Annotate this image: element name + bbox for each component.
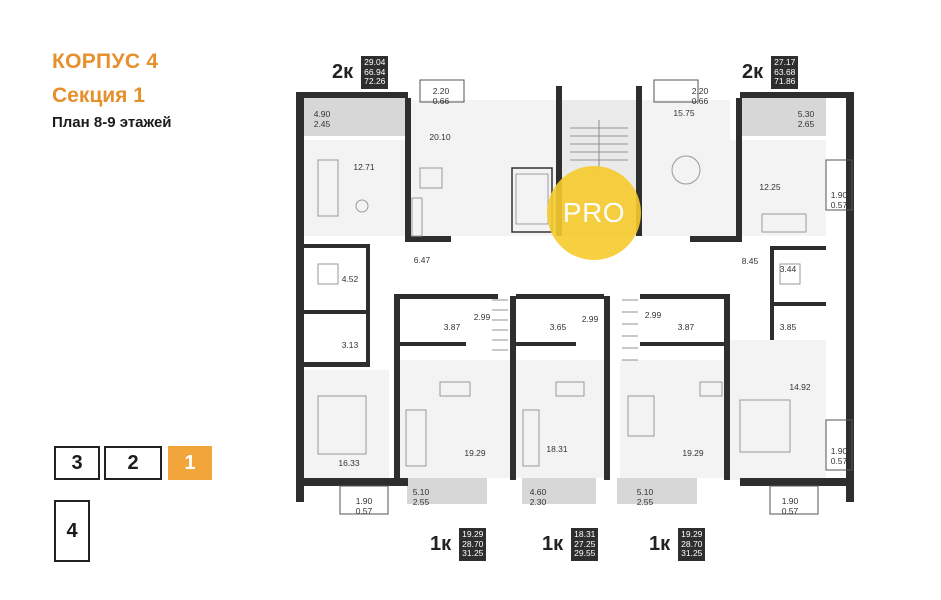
svg-text:1.900.57: 1.900.57 [782, 496, 799, 516]
apt-top-right: 2к 27.17 63.68 71.86 [742, 56, 799, 89]
area-a20-1: 1.90 [782, 496, 799, 506]
area-a9-1: 1.90 [356, 496, 373, 506]
area-a2-2: 0.66 [433, 96, 450, 106]
area-a14-1: 1.90 [831, 190, 848, 200]
apt-stat: 19.29 [681, 529, 703, 539]
area-a32-2: 2.55 [637, 497, 654, 507]
area-a20-2: 0.57 [782, 506, 799, 516]
apt-stat: 72.26 [364, 76, 386, 86]
area-a29: 19.29 [682, 448, 704, 458]
apt-stats: 18.31 27.25 29.55 [571, 528, 599, 561]
apt-bottom-left: 1к 19.29 28.70 31.25 [430, 528, 487, 561]
area-a11: 15.75 [673, 108, 695, 118]
balcony-bottom-2 [522, 478, 596, 504]
apt-top-left: 2к 29.04 66.94 72.26 [332, 56, 389, 89]
area-a26: 3.87 [678, 322, 695, 332]
area-a5: 6.47 [414, 255, 431, 265]
building-title: КОРПУС 4 [52, 50, 159, 73]
apt-type: 2к [332, 60, 354, 83]
area-a12-1: 5.30 [798, 109, 815, 119]
area-a17: 3.85 [780, 322, 797, 332]
area-a8: 16.33 [338, 458, 360, 468]
apt-stat: 19.29 [462, 529, 484, 539]
section-2-button[interactable]: 2 [104, 446, 162, 480]
area-a13: 12.25 [759, 182, 781, 192]
area-a31-2: 2.30 [530, 497, 547, 507]
apt-bottom-right: 1к 19.29 28.70 31.25 [649, 528, 706, 561]
apt-stat: 27.17 [774, 57, 796, 67]
svg-text:4.902.45: 4.902.45 [314, 109, 331, 129]
area-a18: 14.92 [789, 382, 811, 392]
area-a31-1: 4.60 [530, 487, 547, 497]
apt-stat: 29.04 [364, 57, 386, 67]
svg-text:4.602.30: 4.602.30 [530, 487, 547, 507]
balcony-top-left [303, 96, 407, 136]
apt-stats: 29.04 66.94 72.26 [361, 56, 389, 89]
svg-text:2.200.66: 2.200.66 [692, 86, 709, 106]
svg-text:1.900.57: 1.900.57 [356, 496, 373, 516]
section-4-button[interactable]: 4 [54, 500, 90, 562]
section-1-button[interactable]: 1 [168, 446, 212, 480]
balcony-bottom-1 [407, 478, 487, 504]
apt-stat: 63.68 [774, 66, 796, 77]
area-a9-2: 0.57 [356, 506, 373, 516]
section-3-button[interactable]: 3 [54, 446, 100, 480]
area-a1-2: 2.45 [314, 119, 331, 129]
area-a7: 3.13 [342, 340, 359, 350]
apt-type: 2к [742, 60, 764, 83]
area-a30-1: 5.10 [413, 487, 430, 497]
area-a3: 20.10 [429, 132, 451, 142]
svg-text:5.302.65: 5.302.65 [798, 109, 815, 129]
apt-bottom-mid: 1к 18.31 27.25 29.55 [542, 528, 599, 561]
area-a23: 2.99 [582, 314, 599, 324]
section-title: Секция 1 [52, 84, 145, 107]
area-a10-2: 0.66 [692, 96, 709, 106]
area-a25: 2.99 [645, 310, 662, 320]
area-a2-1: 2.20 [433, 86, 450, 96]
area-a15: 8.45 [742, 256, 759, 266]
apt-stat: 31.25 [681, 548, 703, 558]
area-a32-1: 5.10 [637, 487, 654, 497]
area-a4: 12.71 [353, 162, 375, 172]
area-a19-2: 0.57 [831, 456, 848, 466]
area-a24: 3.65 [550, 322, 567, 332]
apt-stat: 27.25 [574, 538, 596, 549]
apt-stats: 19.29 28.70 31.25 [678, 528, 706, 561]
area-a1-1: 4.90 [314, 109, 331, 119]
floors-title: План 8-9 этажей [52, 114, 172, 131]
apt-type: 1к [649, 532, 671, 555]
svg-text:1.900.57: 1.900.57 [831, 446, 848, 466]
apt-type: 1к [430, 532, 452, 555]
apt-stat: 31.25 [462, 548, 484, 558]
apt-stat: 28.70 [462, 538, 484, 549]
apt-stat: 71.86 [774, 76, 796, 86]
apt-stat: 28.70 [681, 538, 703, 549]
area-a14-2: 0.57 [831, 200, 848, 210]
area-a21: 2.99 [474, 312, 491, 322]
svg-text:1.900.57: 1.900.57 [831, 190, 848, 210]
svg-text:5.102.55: 5.102.55 [637, 487, 654, 507]
area-a6: 4.52 [342, 274, 359, 284]
apt-stat: 66.94 [364, 66, 386, 77]
svg-text:5.102.55: 5.102.55 [413, 487, 430, 507]
area-a12-2: 2.65 [798, 119, 815, 129]
area-a30-2: 2.55 [413, 497, 430, 507]
pro-badge: PRO [547, 166, 641, 260]
balcony-bottom-3 [617, 478, 697, 504]
apt-stats: 19.29 28.70 31.25 [459, 528, 487, 561]
area-a27: 19.29 [464, 448, 486, 458]
svg-text:2.200.66: 2.200.66 [433, 86, 450, 106]
apt-stats: 27.17 63.68 71.86 [771, 56, 799, 89]
balcony-top-right [740, 96, 826, 136]
area-a16: 3.44 [780, 264, 797, 274]
apt-type: 1к [542, 532, 564, 555]
area-a10-1: 2.20 [692, 86, 709, 96]
area-a19-1: 1.90 [831, 446, 848, 456]
apt-stat: 29.55 [574, 548, 596, 558]
area-a22: 3.87 [444, 322, 461, 332]
area-a28: 18.31 [546, 444, 568, 454]
apt-stat: 18.31 [574, 529, 596, 539]
